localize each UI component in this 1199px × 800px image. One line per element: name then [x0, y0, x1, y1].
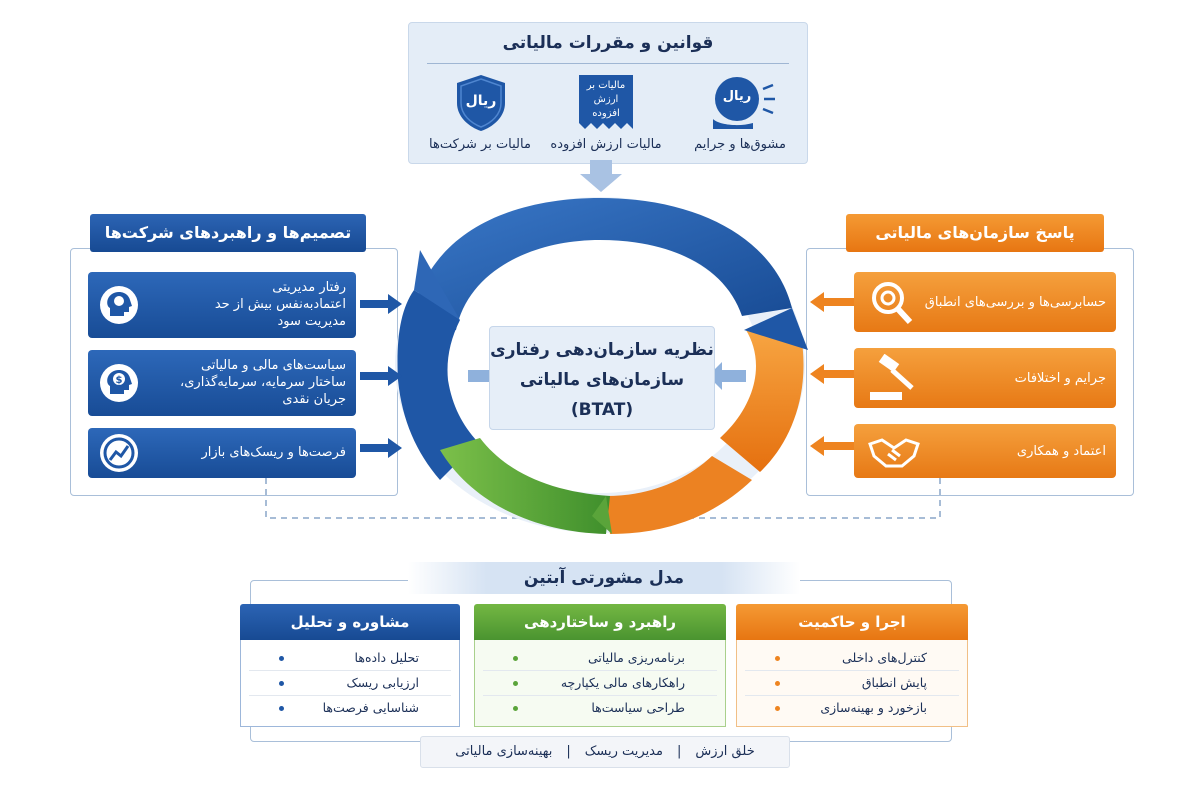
card-line: ساختار سرمایه، سرمایه‌گذاری،: [180, 375, 346, 390]
column-item: بازخورد و بهینه‌سازی: [745, 695, 959, 720]
coin-riyal-icon: ریال: [709, 75, 779, 135]
tax-authority-header: پاسخ سازمان‌های مالیاتی: [846, 214, 1104, 252]
card-line: سیاست‌های مالی و مالیاتی: [200, 358, 346, 373]
laws-down-arrow: [578, 160, 624, 198]
market-risk-icon: [100, 434, 138, 472]
gavel-icon: [866, 353, 922, 409]
vat-document-icon: مالیات بر ارزش افزوده: [575, 73, 637, 135]
outcome-risk-management: مدیریت ریسک: [584, 744, 663, 759]
svg-text:$: $: [116, 375, 123, 386]
column-item: ارزیابی ریسک: [249, 670, 451, 695]
btat-line-1: نظریه سازمان‌دهی رفتاری: [490, 340, 714, 360]
btat-theory-box: نظریه سازمان‌دهی رفتاری سازمان‌های مالیا…: [489, 326, 715, 430]
right-input-arrows: [810, 292, 854, 456]
firm-decisions-header: تصمیم‌ها و راهبردهای شرکت‌ها: [90, 214, 366, 252]
law-label-vat: مالیات ارزش افزوده: [550, 137, 662, 152]
column-item: شناسایی فرصت‌ها: [249, 695, 451, 720]
card-label: اعتماد و همکاری: [1016, 444, 1106, 459]
outcome-tax-optimization: بهینه‌سازی مالیاتی: [455, 744, 553, 759]
card-label: جرایم و اختلافات: [1014, 371, 1106, 386]
left-input-arrows: [360, 294, 402, 458]
column-header: اجرا و حاکمیت: [736, 604, 968, 640]
card-audits: حسابرسی‌ها و بررسی‌های انطباق: [854, 272, 1116, 332]
card-label: حسابرسی‌ها و بررسی‌های انطباق: [924, 295, 1106, 310]
card-trust: اعتماد و همکاری: [854, 424, 1116, 478]
tax-laws-title: قوانین و مقررات مالیاتی: [502, 33, 714, 53]
column-header: مشاوره و تحلیل: [240, 604, 460, 640]
tax-laws-divider: [427, 63, 789, 64]
model-column-strategy: راهبرد و ساختاردهی برنامه‌ریزی مالیاتی ر…: [474, 604, 726, 727]
law-label-corporate: مالیات بر شرکت‌ها: [429, 137, 531, 152]
tax-laws-panel: قوانین و مقررات مالیاتی ریال مالیات بر ش…: [408, 22, 808, 164]
model-title: مدل مشورتی آبتین: [523, 568, 685, 588]
card-line: جریان نقدی: [282, 392, 346, 407]
card-line: فرصت‌ها و ریسک‌های بازار: [201, 445, 346, 460]
model-column-governance: اجرا و حاکمیت کنترل‌های داخلی پایش انطبا…: [736, 604, 968, 727]
btat-line-2: سازمان‌های مالیاتی: [519, 370, 685, 390]
column-item: تحلیل داده‌ها: [249, 646, 451, 670]
dollar-head-icon: $: [100, 364, 138, 402]
btat-line-3: (BTAT): [570, 400, 634, 420]
column-item: طراحی سیاست‌ها: [483, 695, 717, 720]
column-item: برنامه‌ریزی مالیاتی: [483, 646, 717, 670]
column-item: کنترل‌های داخلی: [745, 646, 959, 670]
card-financial-policies: $ سیاست‌های مالی و مالیاتی ساختار سرمایه…: [88, 350, 356, 416]
magnifier-icon: [866, 278, 916, 333]
card-line: اعتمادبه‌نفس بیش از حد: [214, 297, 346, 312]
shield-riyal-icon: ریال: [453, 73, 509, 137]
outcome-value-creation: خلق ارزش: [695, 744, 755, 759]
model-title-ribbon: [408, 562, 800, 594]
card-line: مدیریت سود: [277, 314, 347, 329]
model-column-consulting: مشاوره و تحلیل تحلیل داده‌ها ارزیابی ریس…: [240, 604, 460, 727]
card-line: رفتار مدیریتی: [272, 280, 346, 295]
value-outcomes-bar: خلق ارزش|مدیریت ریسک|بهینه‌سازی مالیاتی: [420, 736, 790, 768]
law-label-incentives: مشوق‌ها و جرایم: [694, 137, 786, 152]
column-item: پایش انطباق: [745, 670, 959, 695]
card-managerial-behavior: رفتار مدیریتی اعتمادبه‌نفس بیش از حد مدی…: [88, 272, 356, 338]
card-penalties: جرایم و اختلافات: [854, 348, 1116, 408]
column-header: راهبرد و ساختاردهی: [474, 604, 726, 640]
brain-head-icon: [100, 286, 138, 324]
handshake-icon: [866, 428, 922, 479]
column-item: راهکارهای مالی یکپارچه: [483, 670, 717, 695]
card-market-risks: فرصت‌ها و ریسک‌های بازار: [88, 428, 356, 478]
